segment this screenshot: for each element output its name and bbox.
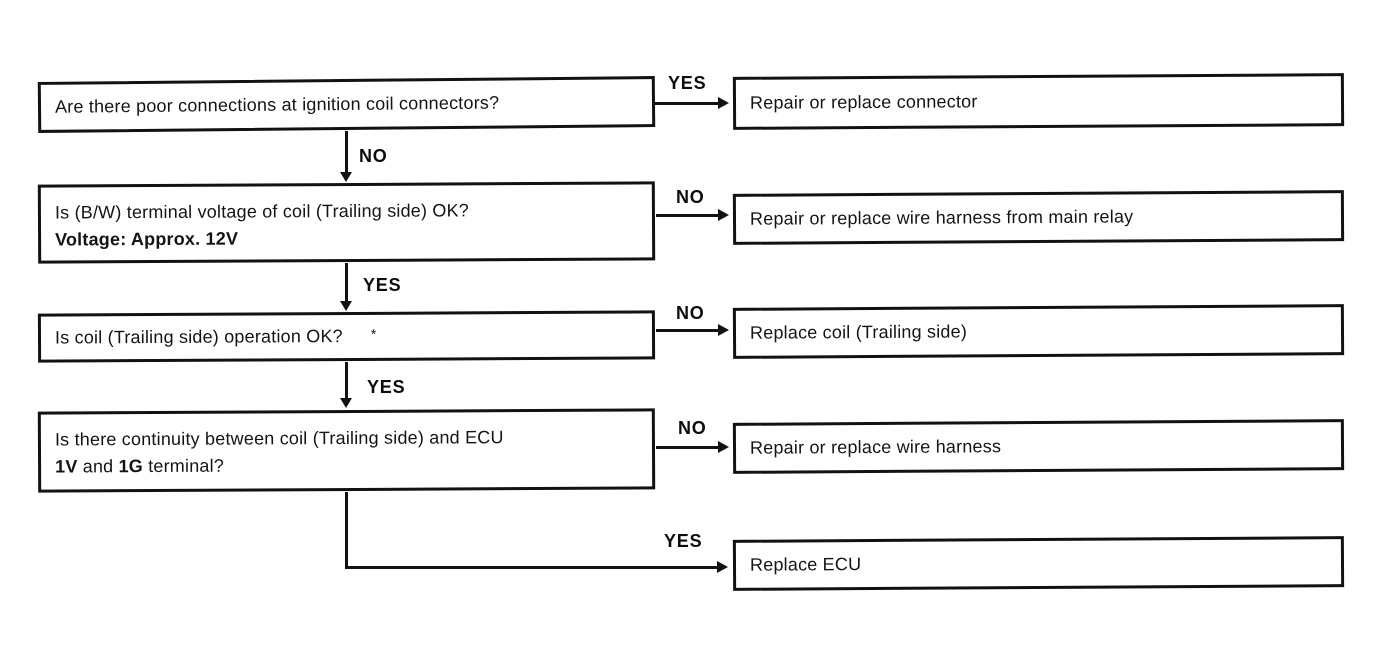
question-4-mid-text: and xyxy=(77,456,119,477)
connector-q4-action4-line xyxy=(656,446,719,449)
arrowhead-right-action2 xyxy=(718,209,729,221)
action-2-text: Repair or replace wire harness from main… xyxy=(749,206,1134,229)
connector-q3-q4-line xyxy=(345,362,348,400)
connector-q3-action3-line xyxy=(656,329,719,332)
action-box-5: Replace ECU xyxy=(732,536,1345,591)
connector-q4-elbow-vertical xyxy=(345,492,348,569)
connector-q2-q3-line xyxy=(345,263,348,303)
arrowhead-down-q4 xyxy=(340,398,352,408)
branch-label-yes-2: YES xyxy=(363,275,402,295)
terminal-1v-label: 1V xyxy=(55,456,78,477)
action-box-2: Repair or replace wire harness from main… xyxy=(732,190,1345,245)
arrowhead-down-q3 xyxy=(340,301,352,311)
action-box-4: Repair or replace wire harness xyxy=(732,419,1345,474)
question-4-text: Is there continuity between coil (Traili… xyxy=(54,427,504,450)
arrowhead-right-action5 xyxy=(717,561,728,573)
arrowhead-down-q2 xyxy=(340,172,352,182)
action-1-text: Repair or replace connector xyxy=(749,91,978,113)
branch-label-no-4: NO xyxy=(678,418,707,438)
question-box-1: Are there poor connections at ignition c… xyxy=(37,76,656,133)
action-5-text: Replace ECU xyxy=(749,554,862,575)
action-box-3: Replace coil (Trailing side) xyxy=(732,304,1345,359)
branch-label-yes-1: YES xyxy=(668,73,707,93)
question-4-text-line2: 1V and 1G terminal? xyxy=(55,450,642,480)
question-4-rest-text: terminal? xyxy=(142,455,225,477)
question-3-text: Is coil (Trailing side) operation OK? xyxy=(54,326,343,348)
question-box-2: Is (B/W) terminal voltage of coil (Trail… xyxy=(37,181,656,264)
question-box-4: Is there continuity between coil (Traili… xyxy=(37,408,656,493)
connector-q1-action1-line xyxy=(655,102,719,105)
branch-label-no-1: NO xyxy=(359,146,388,166)
question-1-text: Are there poor connections at ignition c… xyxy=(54,92,500,117)
arrowhead-right-action3 xyxy=(718,324,729,336)
question-2-spec: Voltage: Approx. 12V xyxy=(55,228,239,250)
action-4-text: Repair or replace wire harness xyxy=(749,436,1002,458)
question-box-3: Is coil (Trailing side) operation OK? * xyxy=(37,310,656,363)
arrowhead-right-action1 xyxy=(718,97,729,109)
footnote-asterisk: * xyxy=(370,325,377,342)
terminal-1g-label: 1G xyxy=(118,456,144,477)
branch-label-yes-5: YES xyxy=(664,531,703,551)
branch-label-no-3: NO xyxy=(676,303,705,323)
action-3-text: Replace coil (Trailing side) xyxy=(749,321,968,343)
connector-q4-elbow-horizontal xyxy=(345,566,718,569)
connector-q1-q2-line xyxy=(345,131,348,175)
question-2-text: Is (B/W) terminal voltage of coil (Trail… xyxy=(54,200,470,223)
arrowhead-right-action4 xyxy=(718,441,729,453)
action-box-1: Repair or replace connector xyxy=(732,73,1345,130)
connector-q2-action2-line xyxy=(656,214,719,217)
branch-label-yes-3: YES xyxy=(367,377,406,397)
branch-label-no-2: NO xyxy=(676,187,705,207)
